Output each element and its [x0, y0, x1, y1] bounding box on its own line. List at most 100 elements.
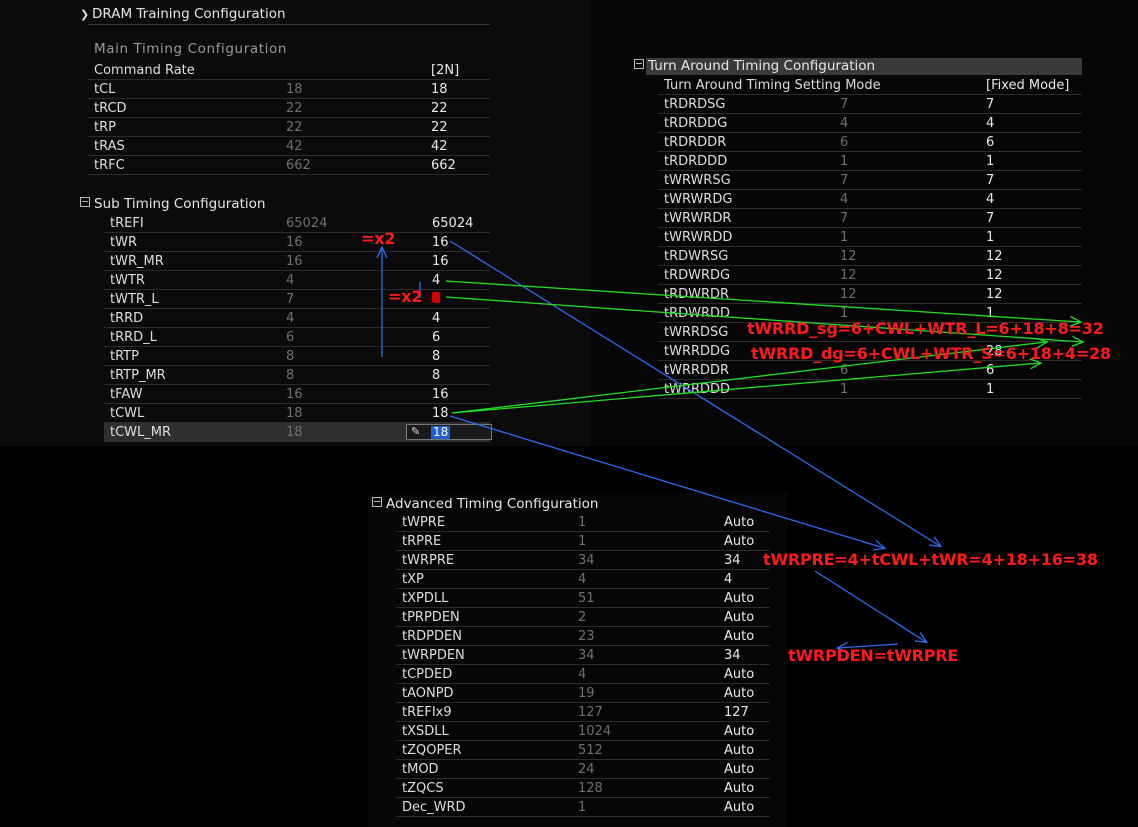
row-value[interactable]: 65024 [432, 216, 474, 231]
row-value[interactable]: 34 [724, 648, 741, 663]
row-value[interactable]: 1 [986, 382, 995, 397]
collapse-icon[interactable] [372, 497, 382, 507]
row-value[interactable]: 16 [432, 254, 449, 269]
row-value[interactable]: [Fixed Mode] [986, 78, 1070, 93]
row-value[interactable]: 1 [986, 306, 995, 321]
row-value[interactable]: Auto [724, 629, 755, 644]
row-value[interactable]: 4 [432, 273, 441, 288]
row-value[interactable]: 12 [986, 287, 1003, 302]
row-value[interactable]: 7 [986, 97, 995, 112]
turn-around-header[interactable]: Turn Around Timing Configuration [634, 58, 875, 74]
table-row[interactable]: Command Rate[2N] [88, 61, 490, 80]
row-value[interactable]: 7 [986, 211, 995, 226]
row-value[interactable]: 4 [432, 311, 441, 326]
dram-training-header[interactable]: ❯DRAM Training Configuration [80, 6, 286, 22]
row-value[interactable]: [2N] [431, 63, 460, 78]
row-value[interactable]: 6 [986, 363, 995, 378]
sub-timing-header[interactable]: Sub Timing Configuration [80, 196, 265, 212]
collapse-icon[interactable] [634, 59, 644, 69]
row-value[interactable]: Auto [724, 667, 755, 682]
row-value[interactable]: Auto [724, 743, 755, 758]
row-value[interactable]: 18 [431, 82, 448, 97]
row-value[interactable]: 16 [432, 387, 449, 402]
row-value[interactable]: 18 [432, 406, 449, 421]
row-value[interactable]: 22 [431, 120, 448, 135]
advanced-header[interactable]: Advanced Timing Configuration [372, 496, 598, 512]
collapse-icon[interactable] [80, 197, 90, 207]
row-value[interactable]: Auto [724, 800, 755, 815]
row-value[interactable]: 127 [724, 705, 749, 720]
row-value[interactable]: 12 [986, 249, 1003, 264]
row-value[interactable]: 8 [432, 349, 441, 364]
row-value[interactable]: 22 [431, 101, 448, 116]
row-value[interactable]: Auto [724, 781, 755, 796]
row-value[interactable]: 16 [432, 235, 449, 250]
row-value[interactable]: Auto [724, 591, 755, 606]
row-value[interactable]: 8 [432, 368, 441, 383]
row-value[interactable]: 12 [986, 268, 1003, 283]
row-value[interactable]: Auto [724, 534, 755, 549]
row-value[interactable]: Auto [724, 686, 755, 701]
value-edit-field[interactable]: ✎18 [406, 424, 492, 440]
row-value[interactable]: 1 [986, 154, 995, 169]
row-value[interactable]: 1 [986, 230, 995, 245]
row-value[interactable]: 4 [986, 192, 995, 207]
row-value[interactable]: Auto [724, 724, 755, 739]
row-value[interactable]: Auto [724, 515, 755, 530]
row-value[interactable]: 42 [431, 139, 448, 154]
row-value[interactable]: 7 [986, 173, 995, 188]
row-value[interactable]: 4 [986, 116, 995, 131]
row-value[interactable]: 6 [986, 135, 995, 150]
row-value[interactable]: 34 [724, 553, 741, 568]
row-value[interactable]: Auto [724, 610, 755, 625]
row-value[interactable]: 4 [724, 572, 733, 587]
row-value[interactable]: Auto [724, 762, 755, 777]
row-value[interactable]: 6 [432, 330, 441, 345]
row-value[interactable]: 662 [431, 158, 456, 173]
